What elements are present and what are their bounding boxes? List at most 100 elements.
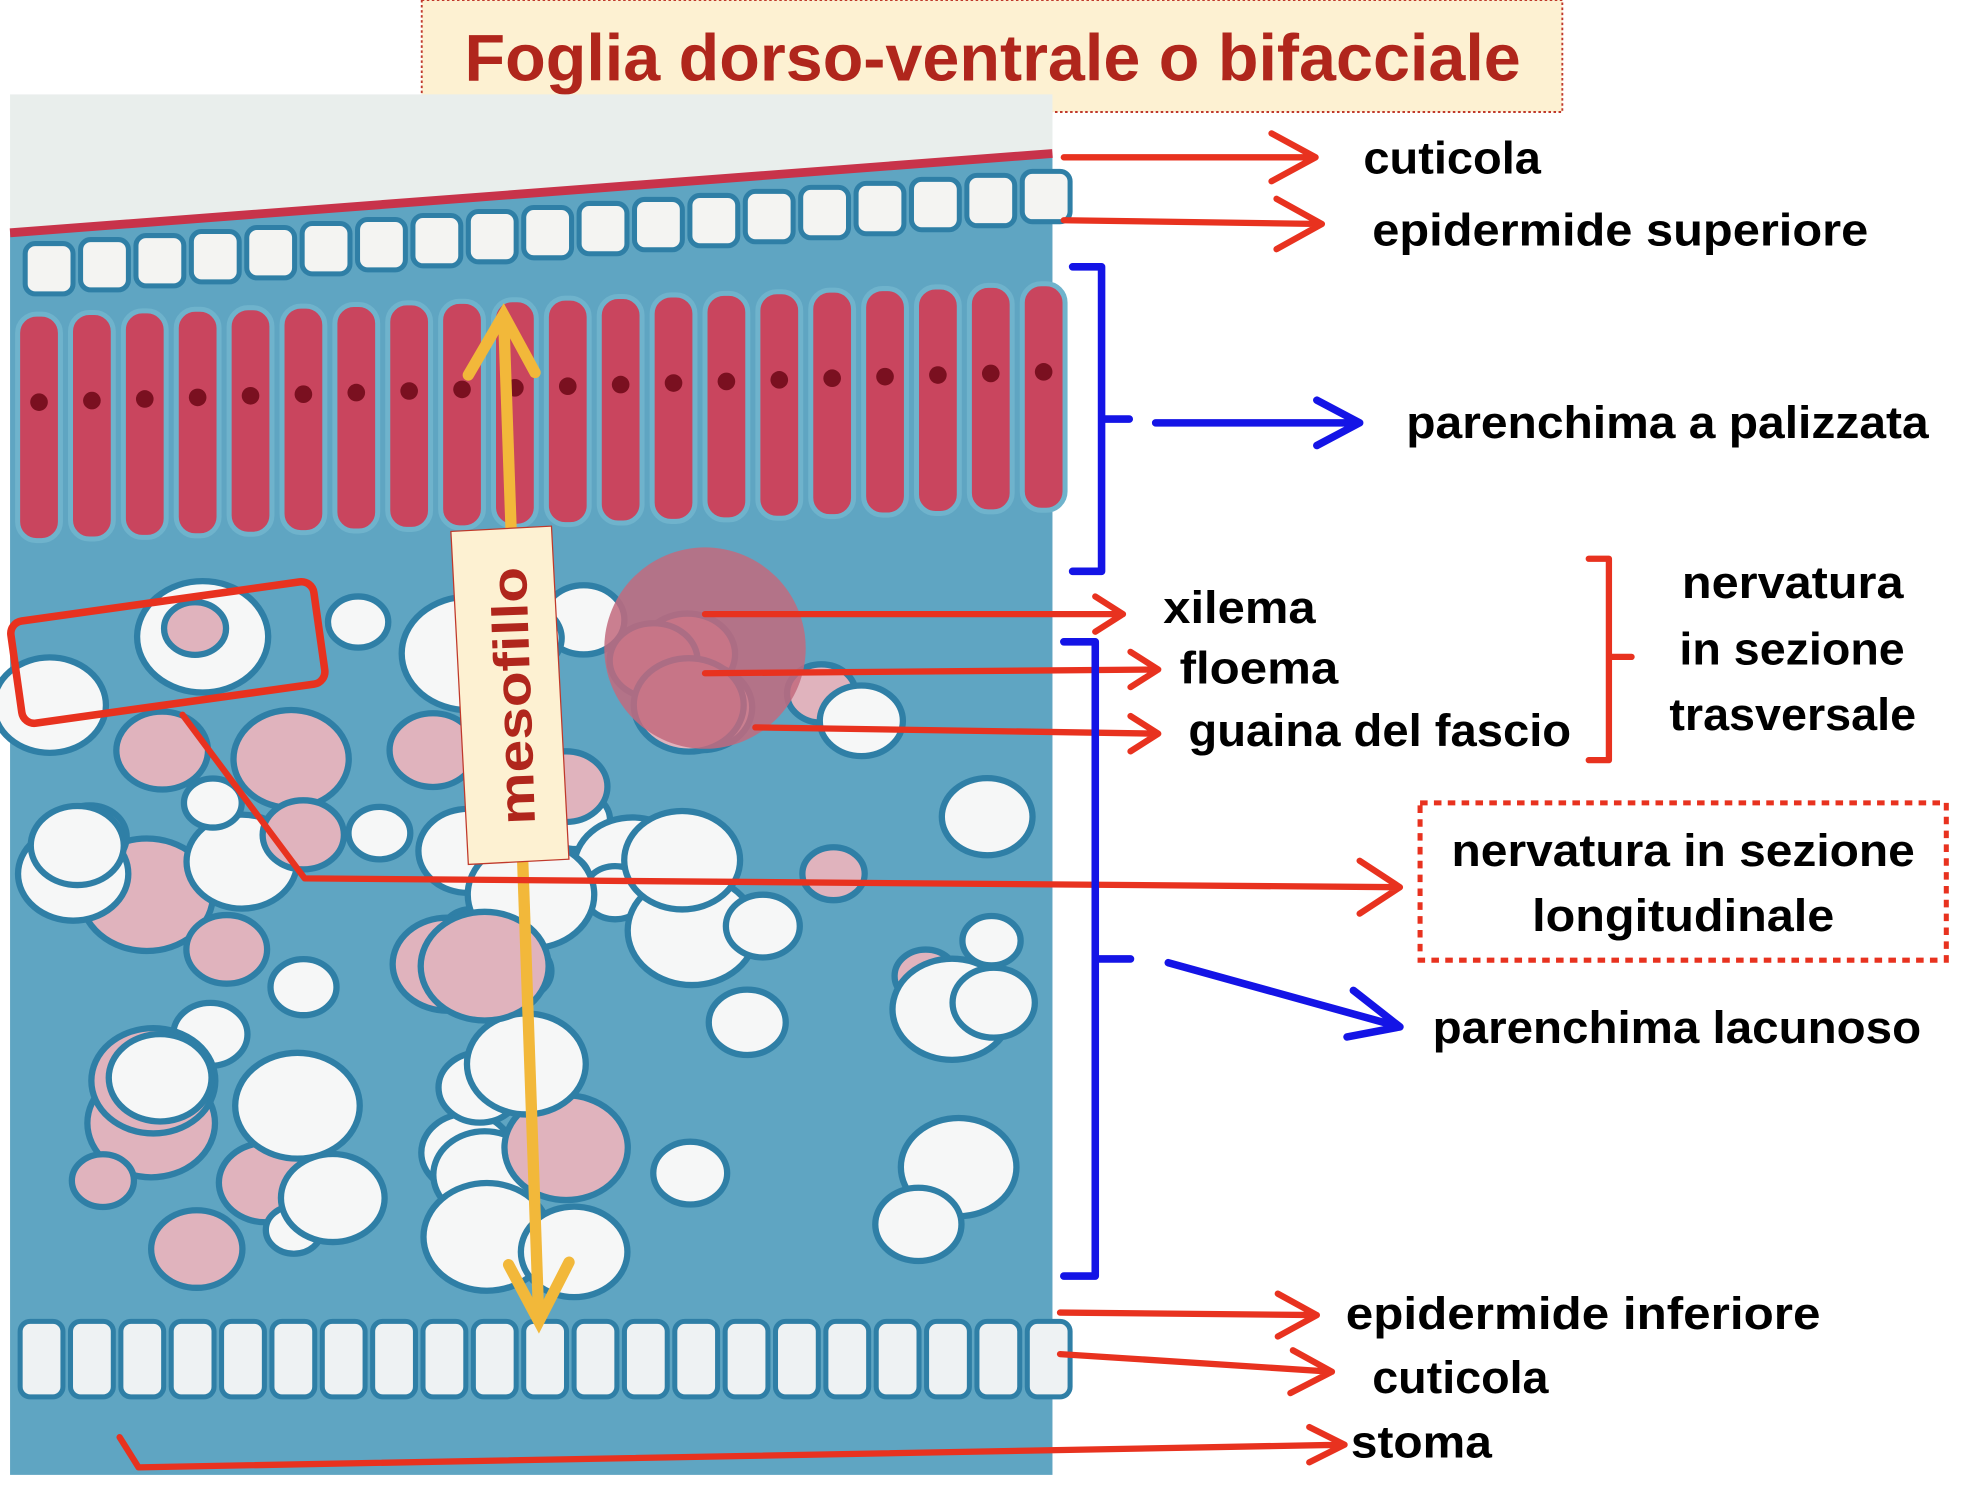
nucleus [717, 372, 736, 391]
nucleus [876, 367, 894, 386]
label-parenchima-palizzata: parenchima a palizzata [1406, 397, 1929, 448]
spongy-cell [180, 775, 245, 831]
epidermis-cell [168, 1318, 217, 1400]
palisade-cell [966, 282, 1015, 515]
epidermis-cell [853, 180, 907, 237]
epidermis-cell [67, 1318, 116, 1400]
epidermis-cell [470, 1318, 519, 1400]
epidermis-cell [873, 1318, 922, 1400]
title: Foglia dorso-ventrale o bifacciale [465, 22, 1521, 95]
nucleus [30, 393, 48, 411]
red-arrows [116, 130, 1635, 1471]
label-cuticola-top: cuticola [1363, 133, 1541, 184]
epidermis-cell [964, 172, 1018, 229]
nucleus [294, 385, 313, 404]
palisade-cell [385, 300, 434, 532]
spongy-cell [517, 1203, 631, 1301]
label-epidermide-inferiore: epidermide inferiore [1346, 1288, 1821, 1339]
epidermis-cell [1024, 1318, 1073, 1400]
palisade-cell [279, 303, 328, 536]
epidermis-cell [1019, 168, 1073, 225]
palisade-cell [755, 289, 804, 521]
spongy-cell [277, 1150, 388, 1246]
epidermis-cell [798, 184, 852, 241]
epidermis-cell [465, 208, 519, 265]
nucleus [241, 386, 260, 405]
spongy-cell [183, 911, 271, 987]
epidermis-cell [521, 1318, 570, 1400]
nucleus [453, 380, 471, 399]
blue-arrows [1060, 263, 1404, 1280]
epidermis-cell [133, 233, 187, 289]
epidermis-cell [319, 1318, 368, 1400]
spongy-cell [949, 964, 1038, 1041]
label-nervatura-trasv-1: nervatura [1682, 557, 1904, 608]
epidermis-cell [22, 241, 76, 297]
nucleus [400, 382, 418, 400]
palisade-cell [226, 305, 275, 537]
epidermis-cell [17, 1318, 66, 1400]
label-xilema: xilema [1163, 582, 1316, 633]
label-guaina: guaina del fascio [1188, 705, 1571, 756]
epidermis-cell [672, 1318, 721, 1400]
spongy-cell [27, 802, 127, 889]
epidermis-cell [687, 192, 741, 249]
spongy-cell [113, 708, 212, 793]
epidermis-cell [722, 1318, 771, 1400]
label-parenchima-lacunoso: parenchima lacunoso [1433, 1002, 1921, 1053]
epidermis-cell [355, 216, 408, 273]
spongy-cell [872, 1184, 965, 1265]
nucleus [611, 375, 630, 394]
epidermis-cell [823, 1318, 872, 1400]
spongy-cell [267, 955, 340, 1019]
epidermis-cell [219, 1318, 267, 1400]
longitudinal-label-box [1417, 800, 1949, 963]
epidermis-cell [118, 1318, 167, 1400]
epidermis-cell [974, 1318, 1023, 1400]
spongy-cell [160, 599, 230, 659]
spongy-cell [147, 1207, 246, 1291]
palisade-cell [649, 292, 698, 524]
epidermis-cell [521, 204, 575, 261]
longitudinal-vein-highlight [7, 578, 329, 728]
epidermis-cell [621, 1318, 670, 1400]
nucleus [135, 390, 154, 408]
spongy-cell [650, 1138, 731, 1208]
label-stoma: stoma [1351, 1416, 1493, 1467]
epidermis-cell [78, 237, 131, 293]
epidermis-cell [410, 212, 464, 269]
epidermis-cell [420, 1318, 469, 1400]
label-epidermide-superiore: epidermide superiore [1372, 204, 1868, 255]
epidermis-cell [924, 1318, 972, 1400]
spongy-cell [0, 654, 110, 756]
spongy-cell [230, 706, 352, 812]
spongy-cell [105, 1030, 215, 1125]
spongy-cell [417, 908, 552, 1024]
spongy-cell [938, 775, 1036, 859]
epidermis-cell [908, 176, 962, 233]
epidermis-cell [742, 188, 796, 245]
epidermis-cell [571, 1318, 620, 1400]
epidermis-cell [269, 1318, 318, 1400]
palisade-cell [596, 294, 645, 526]
nucleus [83, 391, 101, 410]
nucleus [1034, 363, 1053, 381]
label-floema: floema [1180, 642, 1340, 693]
palisade-cell [67, 309, 116, 542]
epidermis-cell [370, 1318, 418, 1400]
spongy-cell [816, 682, 907, 760]
spongy-cell [68, 1151, 138, 1211]
palisade-cell [332, 301, 381, 534]
nucleus [664, 374, 683, 392]
palisade-cell [913, 284, 962, 516]
label-cuticola-bottom: cuticola [1372, 1352, 1549, 1403]
epidermis-cell [631, 196, 685, 253]
nucleus [558, 377, 577, 396]
spongy-cell [799, 844, 868, 904]
palisade-cell [120, 308, 169, 540]
nucleus [929, 366, 947, 384]
nucleus [823, 369, 841, 388]
palisade-cell [543, 295, 592, 528]
palisade-cell [861, 286, 909, 518]
